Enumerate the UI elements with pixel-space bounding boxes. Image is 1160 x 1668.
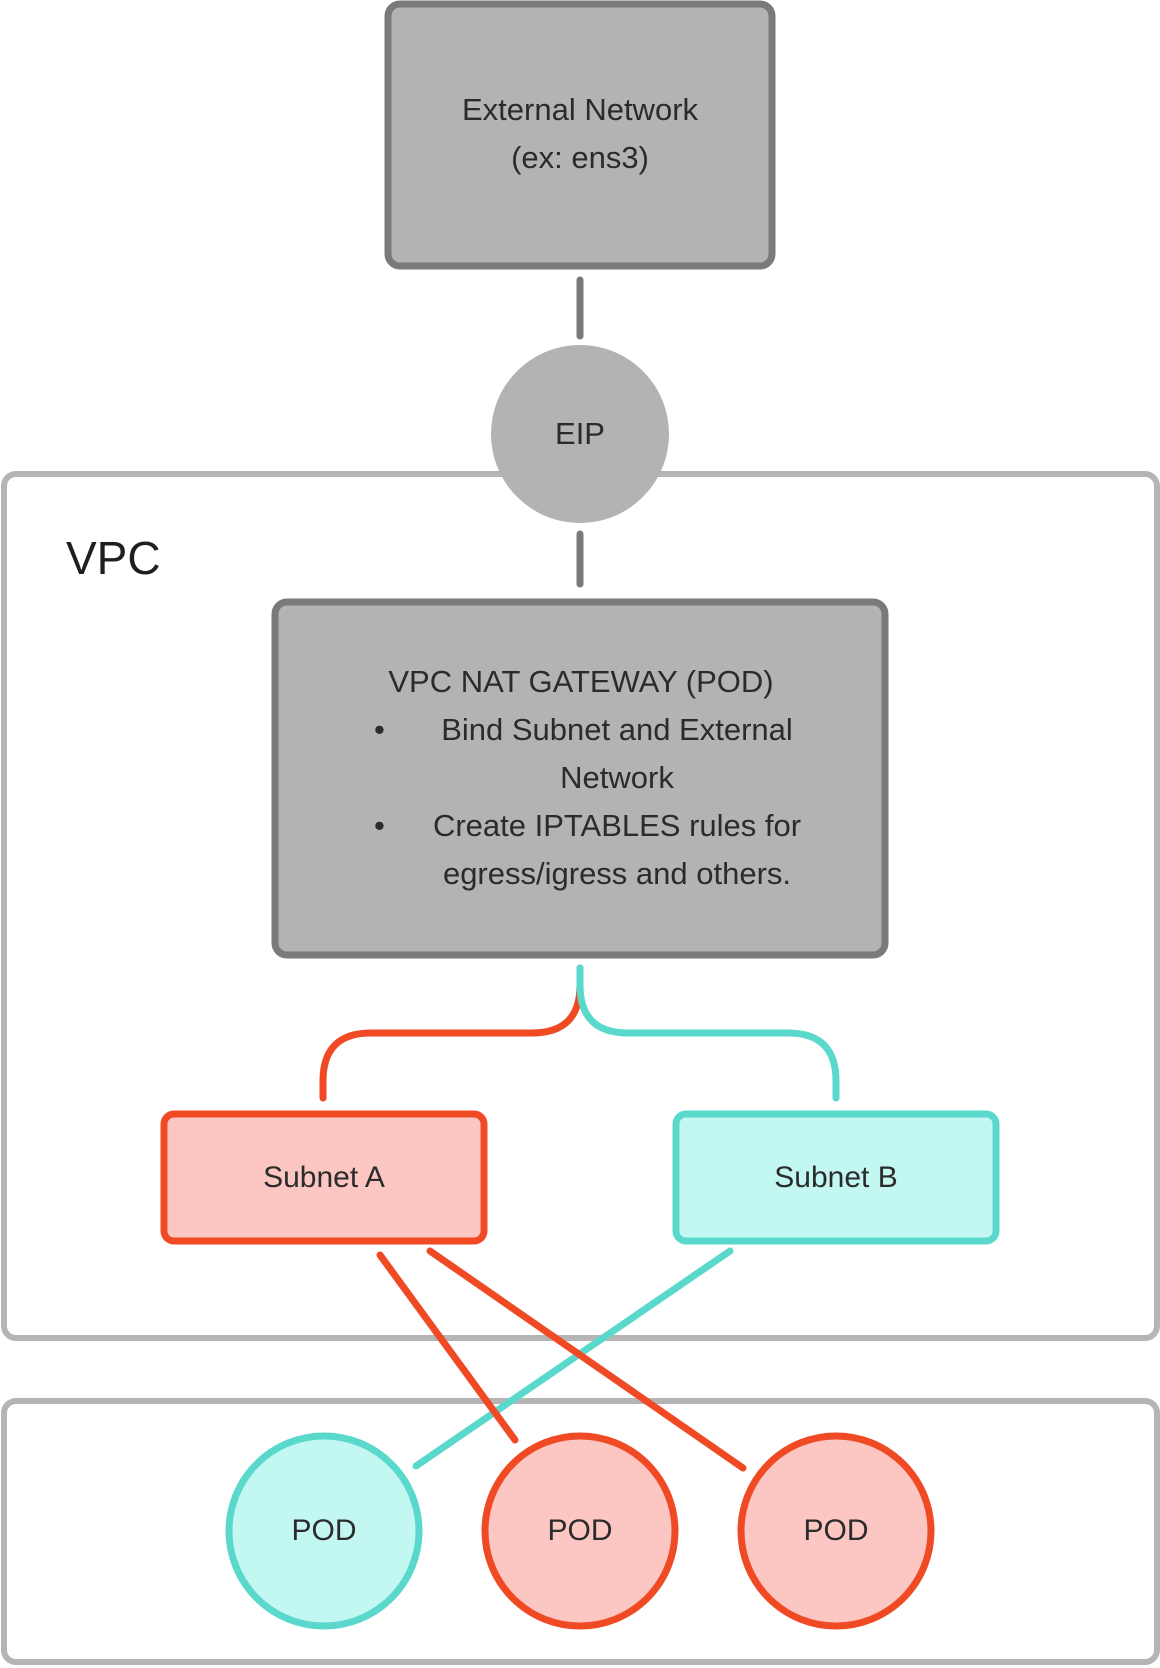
subnet-b-label: Subnet B [774,1160,898,1194]
nat-gateway-bullet-2: Create IPTABLES rules for egress/igress … [360,802,830,898]
pod-1-label: POD [291,1514,357,1547]
vpc-label: VPC [66,532,161,584]
eip-circle [491,345,669,523]
pod-2-label: POD [547,1514,613,1547]
nat-gateway-bullet-1: Bind Subnet and External Network [360,706,830,802]
external-network-line1: External Network [461,92,699,127]
subnet-b-box [672,1110,1000,1245]
subnet-b-to-pod-1-line [412,1247,734,1470]
gateway-subnet-b-connector [576,964,840,1102]
nat-gateway-bullets: Bind Subnet and External Network Create … [360,706,830,898]
subnet-a-to-pod-3-line [426,1247,747,1472]
pod-2-circle [481,1432,679,1630]
gateway-subnet-a-connector [319,964,584,1102]
subnet-a-box [160,1110,488,1245]
pod-1-circle [225,1432,423,1630]
eip-label: EIP [555,416,605,451]
subnet-a-to-pod-2-line [376,1251,519,1444]
pod-3-label: POD [803,1514,869,1547]
nat-gateway-title: VPC NAT GATEWAY (POD) [388,664,774,699]
external-network-box [384,0,776,270]
external-network-line2: (ex: ens3) [511,140,649,175]
pod-3-circle [737,1432,935,1630]
external-network-label: External Network (ex: ens3) [388,86,772,182]
subnet-a-label: Subnet A [263,1160,385,1194]
pods-container [1,1398,1160,1665]
